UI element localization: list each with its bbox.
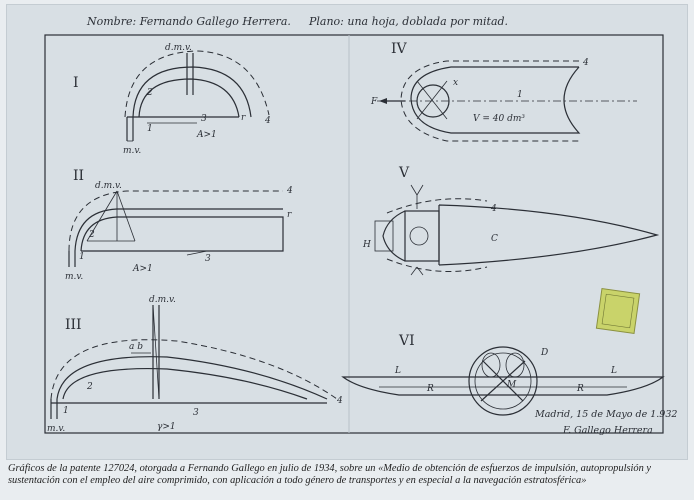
svg-text:M: M — [506, 380, 517, 390]
svg-text:A>1: A>1 — [196, 130, 217, 140]
svg-text:4: 4 — [490, 204, 497, 214]
revenue-stamp — [595, 287, 641, 335]
svg-text:1: 1 — [79, 252, 85, 262]
header-name: Nombre: Fernando Gallego Herrera. — [86, 15, 291, 28]
svg-text:m.v.: m.v. — [65, 272, 83, 282]
svg-text:4: 4 — [336, 396, 343, 406]
svg-text:2: 2 — [86, 382, 93, 392]
figure-1: I d.m.v. m.v. A>1 1 2 3 4 r — [73, 43, 271, 156]
figure-2: II d.m.v. m.v. A>1 1 2 3 4 r — [65, 168, 293, 282]
svg-text:1: 1 — [517, 90, 523, 100]
svg-text:1: 1 — [147, 124, 153, 134]
svg-text:d.m.v.: d.m.v. — [165, 43, 192, 53]
svg-text:r: r — [287, 210, 292, 220]
figure-4: IV F 1 4 V = 40 dm³ x — [370, 41, 637, 142]
svg-text:2: 2 — [146, 88, 153, 98]
figure-3-numeral: III — [65, 317, 82, 333]
svg-text:L: L — [610, 366, 617, 376]
photo-caption: Gráficos de la patente 127024, otorgada … — [8, 463, 651, 486]
svg-text:3: 3 — [201, 114, 207, 124]
svg-text:D: D — [540, 348, 548, 358]
svg-text:R: R — [576, 384, 584, 394]
svg-text:A>1: A>1 — [132, 264, 153, 274]
svg-text:γ>1: γ>1 — [157, 422, 176, 432]
svg-text:x: x — [453, 78, 458, 88]
svg-text:1: 1 — [63, 406, 69, 416]
svg-text:V = 40 dm³: V = 40 dm³ — [473, 114, 525, 124]
figure-4-numeral: IV — [391, 41, 408, 57]
svg-text:4: 4 — [582, 58, 589, 68]
svg-text:3: 3 — [205, 254, 211, 264]
signature-name: F. Gallego Herrera — [562, 425, 653, 436]
svg-text:4: 4 — [264, 116, 271, 126]
svg-text:L: L — [394, 366, 401, 376]
patent-drawing-sheet: Nombre: Fernando Gallego Herrera. Plano:… — [6, 4, 688, 460]
figure-1-numeral: I — [73, 75, 79, 91]
figure-5-numeral: V — [398, 165, 410, 181]
svg-text:d.m.v.: d.m.v. — [149, 295, 176, 305]
svg-text:R: R — [426, 384, 434, 394]
figure-6: VI D L L R R M — [341, 333, 665, 416]
svg-text:d.m.v.: d.m.v. — [95, 181, 122, 191]
svg-text:m.v.: m.v. — [123, 146, 141, 156]
svg-text:2: 2 — [88, 230, 95, 240]
figure-3: III d.m.v. m.v. γ>1 a b 1 2 3 4 — [47, 295, 343, 434]
svg-text:4: 4 — [286, 186, 293, 196]
svg-text:H: H — [362, 240, 371, 250]
svg-text:r: r — [241, 113, 246, 123]
svg-text:3: 3 — [193, 408, 199, 418]
drawing-frame — [44, 34, 664, 434]
figure-5: V C H 4 — [362, 165, 660, 276]
figure-6-numeral: VI — [398, 333, 415, 349]
figure-2-numeral: II — [73, 168, 84, 184]
header-plan: Plano: una hoja, doblada por mitad. — [308, 15, 508, 28]
signature-date: Madrid, 15 de Mayo de 1.932 — [534, 409, 677, 420]
svg-text:C: C — [491, 234, 498, 244]
svg-text:m.v.: m.v. — [47, 424, 65, 434]
svg-text:F: F — [370, 97, 378, 107]
svg-text:a b: a b — [129, 342, 143, 352]
patent-drawing: Nombre: Fernando Gallego Herrera. Plano:… — [44, 15, 677, 436]
